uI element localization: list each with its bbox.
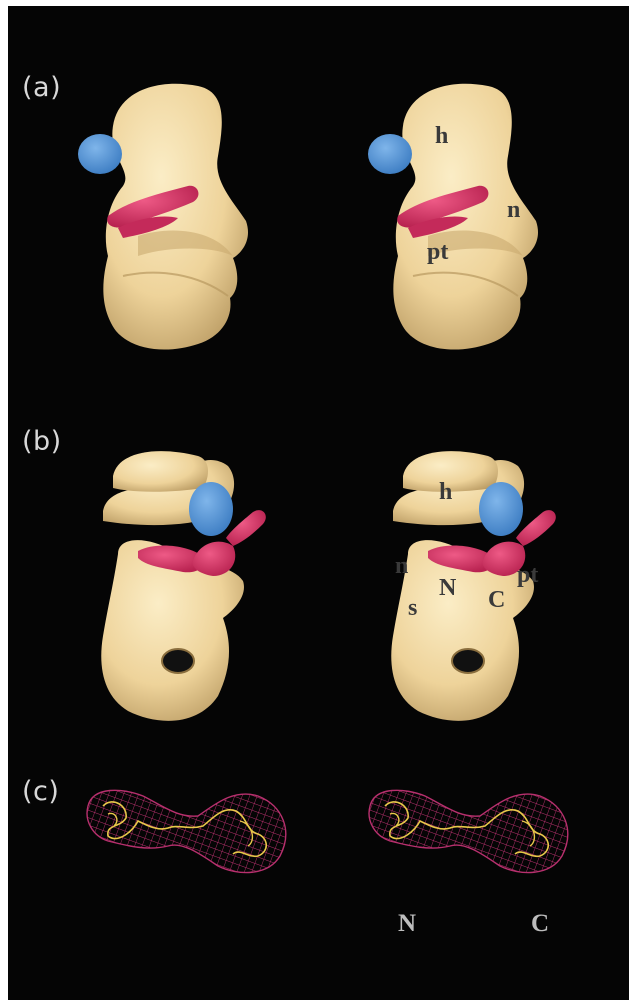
region-label-pt: pt (517, 563, 538, 587)
blue-domain-icon (78, 134, 122, 174)
panel-c-left-mesh (87, 790, 286, 872)
blue-domain-icon (189, 482, 233, 536)
region-label-pt: pt (427, 240, 448, 264)
region-label-s: s (408, 596, 417, 620)
region-label-h: h (439, 480, 452, 504)
panel-a-label: (a) (22, 72, 61, 103)
blue-domain-icon (479, 482, 523, 536)
region-label-n: n (395, 554, 408, 578)
region-label-h: h (435, 124, 448, 148)
figure-graphics (8, 6, 629, 1000)
region-label-n: n (507, 198, 520, 222)
panel-c-label: (c) (22, 776, 59, 807)
region-label-C: C (488, 588, 505, 612)
region-label-N: N (439, 576, 456, 600)
panel-b-label: (b) (22, 426, 62, 457)
blue-domain-icon (368, 134, 412, 174)
c-terminus-label: C (531, 911, 549, 936)
n-terminus-label: N (398, 911, 416, 936)
panel-b-left-structure (101, 451, 266, 721)
panel-c-right-mesh (369, 790, 568, 872)
stereo-figure: (a) (b) (c) h n pt h n N C pt s N C (8, 6, 629, 1000)
panel-a-left-structure (78, 84, 248, 350)
